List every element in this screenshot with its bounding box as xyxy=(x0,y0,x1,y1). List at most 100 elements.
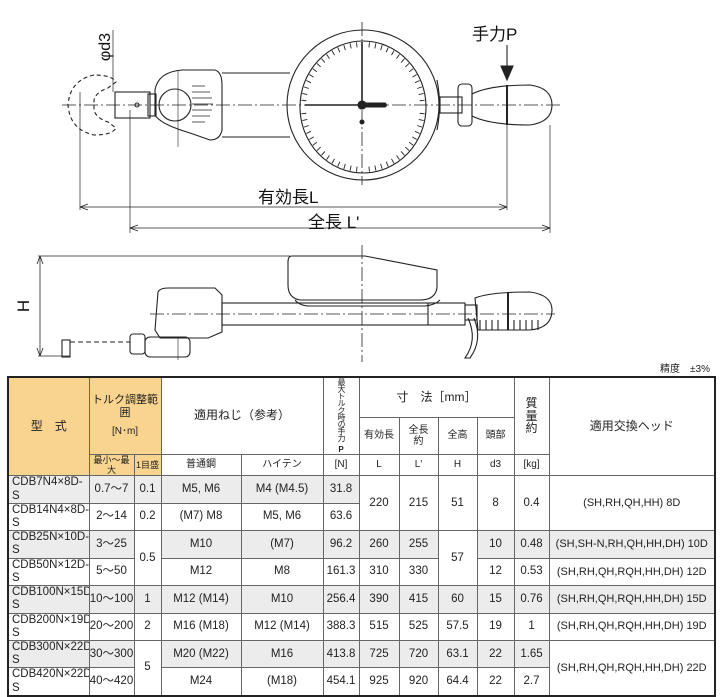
dial-tick xyxy=(312,68,318,73)
cell-model: CDB300N×22D-S xyxy=(7,639,90,669)
dial-tick xyxy=(380,163,383,170)
header-dimensions: 寸 法［mm］ xyxy=(358,376,515,419)
header-screws: 適用ねじ（参考） xyxy=(160,376,324,455)
dial-tick xyxy=(396,155,400,160)
height-label: H xyxy=(14,299,34,313)
header-overall-height: 全高 xyxy=(437,417,478,455)
cell-model: CDB420N×22D-S xyxy=(7,667,90,697)
cell-screw-high-tension: M8 xyxy=(240,557,324,587)
ratchet-head xyxy=(154,69,223,141)
header-torque-min-max: 最小～最大 xyxy=(88,453,135,477)
header-effective-length: 有効長 xyxy=(358,417,400,455)
dial-tick xyxy=(414,80,420,84)
dial-tick xyxy=(400,58,405,63)
cell-effective-length: 390 xyxy=(358,585,400,614)
cell-overall-length: 215 xyxy=(398,475,439,532)
cell-overall-length: 920 xyxy=(398,667,439,697)
cell-graduation: 1 xyxy=(133,585,162,614)
cell-torque-range: 2～14 xyxy=(88,502,135,532)
dial-tick xyxy=(312,141,318,146)
cell-model: CDB100N×15D-S xyxy=(7,585,90,614)
cell-screw-high-tension: M12 (M14) xyxy=(240,612,324,642)
dial-tick xyxy=(417,86,423,89)
cell-effective-length: 260 xyxy=(358,530,400,559)
cell-torque-range: 3～25 xyxy=(88,530,135,559)
header-mass-label: 質量約 xyxy=(525,395,538,436)
cell-mass: 1 xyxy=(513,612,550,642)
header-head: 頭部 xyxy=(476,417,515,455)
cell-overall-height: 51 xyxy=(437,475,478,532)
cell-screw-high-tension: M10 xyxy=(240,585,324,614)
release-lever xyxy=(463,317,479,359)
dial-tick xyxy=(385,161,389,167)
cell-mass: 1.65 xyxy=(513,639,550,669)
cell-torque-range: 10～100 xyxy=(88,585,135,614)
header-overall-length-label: 全長約 xyxy=(408,424,429,448)
header-hand-force-p: P xyxy=(338,444,344,454)
cell-screw-normal: M24 xyxy=(160,667,242,697)
dial-tick xyxy=(302,119,308,121)
header-L-prime: L' xyxy=(398,453,439,477)
cell-overall-height: 63.1 xyxy=(437,639,478,669)
header-L: L xyxy=(358,453,400,477)
cell-graduation: 0.2 xyxy=(133,502,162,532)
dial-tick xyxy=(309,74,314,78)
cell-heads: (SH,RH,QH,RQH,HH,DH) 22D xyxy=(548,639,716,697)
cell-heads: (SH,RH,QH,RQH,HH,DH) 12D xyxy=(548,557,716,587)
cell-hand-force: 454.1 xyxy=(322,667,360,697)
dial-ticks xyxy=(301,42,425,172)
cell-mass: 2.7 xyxy=(513,667,550,697)
dial-tick xyxy=(303,125,309,128)
dial-face xyxy=(299,40,427,174)
cell-screw-normal: M12 (M14) xyxy=(160,585,242,614)
dial-tick xyxy=(391,158,395,164)
ratchet-head-side xyxy=(154,287,223,339)
cell-head-size: 22 xyxy=(476,639,515,669)
dial-tick xyxy=(380,44,383,51)
cell-hand-force: 161.3 xyxy=(322,557,360,587)
cell-model: CDB200N×19D-S xyxy=(7,612,90,642)
dial-tick xyxy=(301,112,307,115)
header-heads: 適用交換ヘッド xyxy=(548,376,716,477)
cell-torque-range: 0.7～7 xyxy=(88,475,135,504)
dial-tick xyxy=(326,54,330,59)
header-torque-range: トルク調整範囲 [N･m] xyxy=(88,376,162,455)
cell-head-size: 22 xyxy=(476,667,515,697)
hand-force-label: 手力P xyxy=(472,25,518,44)
cell-overall-height: 57.5 xyxy=(437,612,478,642)
cell-hand-force: 256.4 xyxy=(322,585,360,614)
dial-tick xyxy=(414,130,420,134)
cell-head-size: 8 xyxy=(476,475,515,532)
dial-tick xyxy=(374,43,377,49)
dial-tick xyxy=(302,93,308,95)
cell-screw-normal: M5, M6 xyxy=(160,475,242,504)
cell-model: CDB14N4×8D-S xyxy=(7,502,90,532)
cell-mass: 0.4 xyxy=(513,475,550,532)
header-hand-force-label: 最大トルク時の手力 xyxy=(337,378,347,441)
cell-overall-height: 64.4 xyxy=(437,667,478,697)
dial-tick xyxy=(326,155,330,160)
dial-tick xyxy=(412,74,417,78)
cell-hand-force: 413.8 xyxy=(322,639,360,669)
dial-tick xyxy=(419,112,425,115)
cell-torque-range: 40～420 xyxy=(88,667,135,697)
dial-tick xyxy=(368,42,370,48)
dial-tick xyxy=(303,86,309,89)
effective-length-label: 有効長L xyxy=(258,188,319,207)
dial-tick xyxy=(316,63,321,68)
cell-heads: (SH,RH,QH,HH) 8D xyxy=(548,475,716,532)
dial-tick xyxy=(349,165,352,171)
header-torque-range-label: トルク調整範囲 xyxy=(92,394,158,420)
torque-wrench-drawing xyxy=(36,22,560,362)
cell-hand-force: 96.2 xyxy=(322,530,360,559)
dial-tick xyxy=(408,141,414,146)
cell-hand-force: 31.8 xyxy=(322,475,360,504)
cell-graduation: 5 xyxy=(133,639,162,697)
header-screws-normal: 普通鋼 xyxy=(160,453,242,477)
cell-effective-length: 725 xyxy=(358,639,400,669)
header-mass: 質量約 xyxy=(513,376,550,455)
